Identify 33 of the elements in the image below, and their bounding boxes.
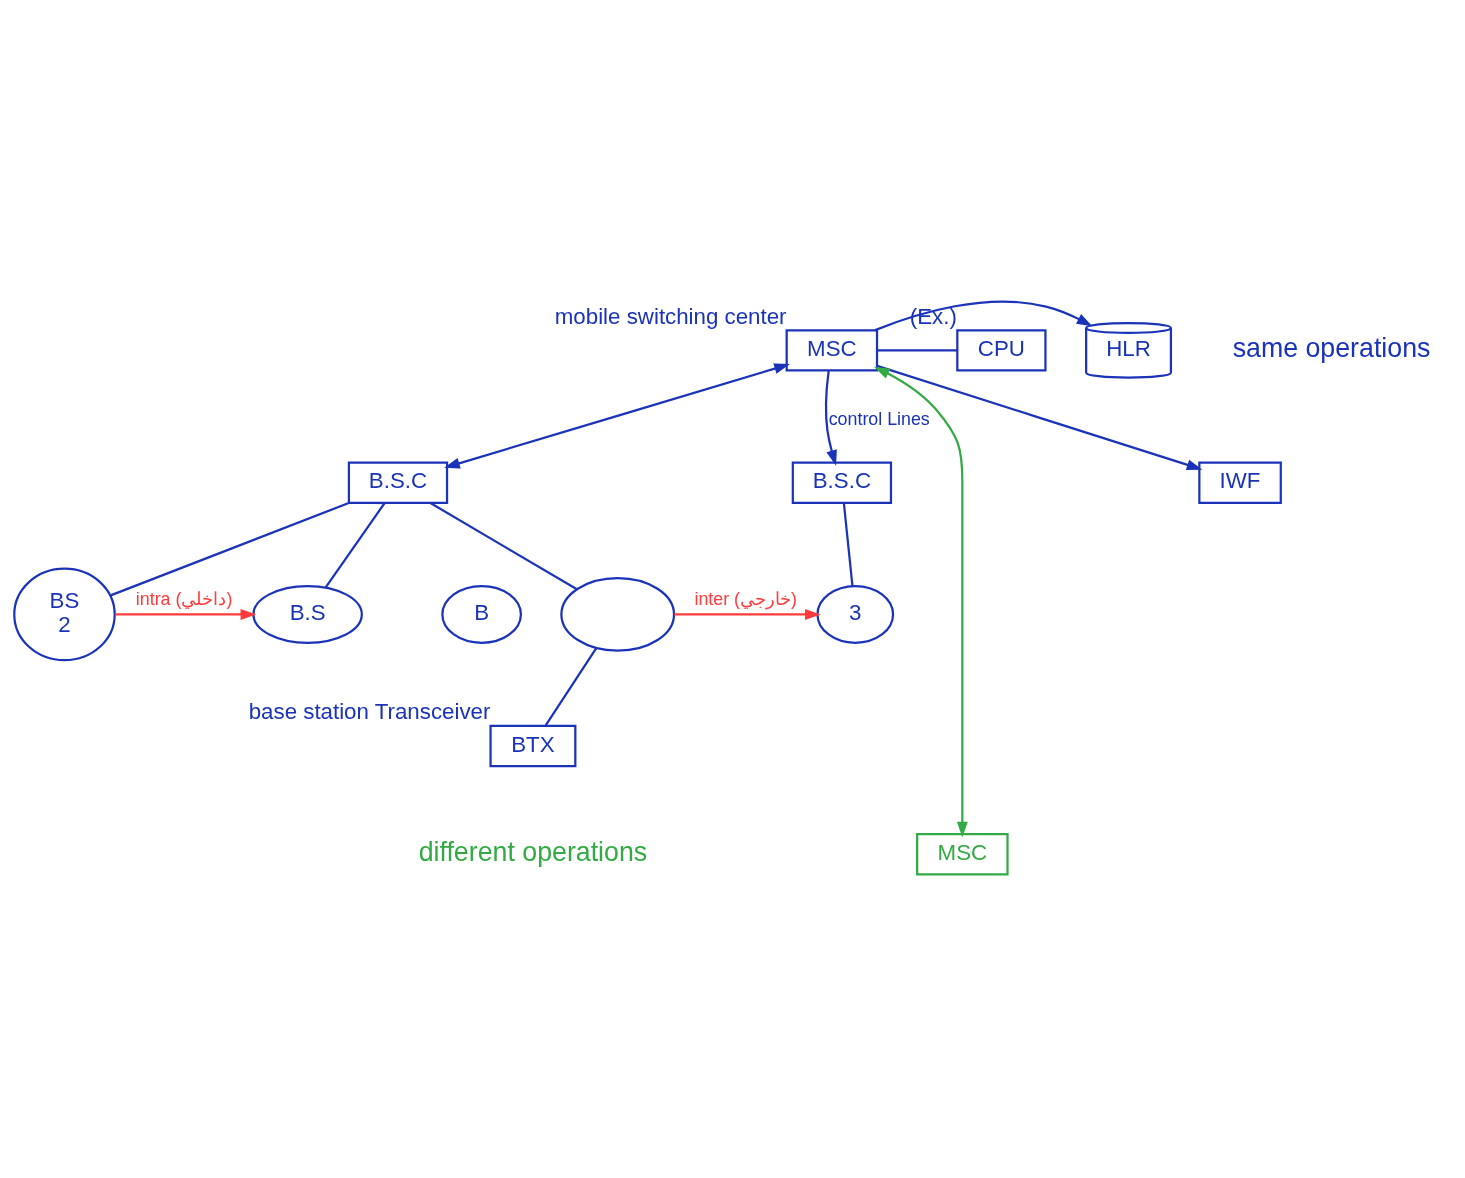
arrow	[824, 370, 837, 466]
arrow	[876, 364, 1202, 471]
arrow	[443, 363, 790, 469]
edge-label: intra (داخلي)	[135, 589, 232, 610]
node-ellipse: B.S	[251, 584, 363, 644]
connector	[543, 647, 597, 727]
node-box: B.S.C	[347, 461, 448, 504]
node-box: IWF	[1197, 461, 1282, 504]
node-box: B.S.C	[791, 461, 892, 504]
node-label: base station Transceiver	[248, 699, 490, 725]
connector	[324, 502, 386, 589]
node-label: (Ex.)	[909, 303, 957, 329]
connector	[109, 501, 349, 597]
node-circle	[559, 577, 675, 652]
connector	[842, 502, 854, 587]
edge-label: inter (خارجي)	[693, 589, 797, 610]
node-box: BTX	[488, 724, 576, 768]
label: same operations	[1232, 333, 1430, 364]
edge-label: control Lines	[828, 408, 930, 429]
connector	[429, 502, 577, 591]
node-ellipse: B	[440, 584, 522, 644]
arrow	[114, 608, 256, 620]
label: different operations	[418, 837, 647, 868]
node-box: MSC	[915, 833, 1009, 876]
node-box: MSC	[785, 329, 878, 372]
arrow	[673, 608, 821, 620]
node-ellipse: 3	[815, 584, 894, 644]
connector	[876, 349, 957, 352]
arrow	[873, 366, 968, 838]
node-label: mobile switching center	[554, 303, 787, 329]
node-circle: BS 2	[12, 567, 116, 662]
node-box: CPU	[955, 329, 1047, 372]
arrow	[874, 300, 1092, 332]
